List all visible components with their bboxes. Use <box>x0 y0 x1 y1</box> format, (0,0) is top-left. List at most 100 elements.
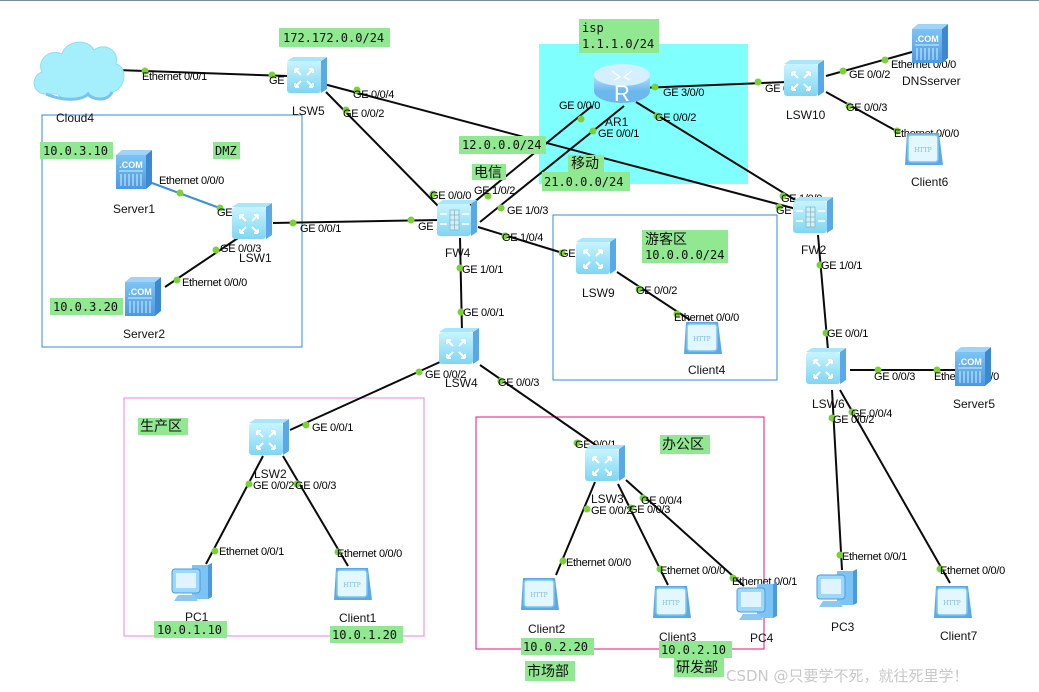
switch-icon <box>584 444 626 482</box>
device-client4[interactable]: Client4 <box>683 321 726 377</box>
device-label: Client6 <box>911 175 949 189</box>
port-dot <box>673 310 681 318</box>
device-lsw3[interactable]: LSW3 <box>584 444 626 506</box>
port-label: GE 0/0/2 <box>591 505 632 517</box>
pc-icon <box>736 581 778 621</box>
link-fw4-lsw4[interactable] <box>459 237 463 333</box>
device-pc4[interactable]: PC4 <box>736 581 778 645</box>
device-client6[interactable]: Client6 <box>904 132 949 189</box>
link-lsw2-client1[interactable] <box>282 455 349 567</box>
port-label: Ethernet 0/0/0 <box>337 548 402 560</box>
device-client7[interactable]: Client7 <box>933 585 978 643</box>
link-lsw4-lsw2[interactable] <box>289 361 441 431</box>
device-label: LSW2 <box>254 467 287 481</box>
device-lsw2[interactable]: LSW2 <box>248 418 290 481</box>
device-pc1[interactable]: PC1 <box>171 562 213 624</box>
port-label: GE 0/0/3 <box>220 243 261 255</box>
note-rd-dept[interactable]: 研发部 <box>674 657 724 677</box>
port-dot <box>245 480 253 488</box>
note-office[interactable]: 办公区 <box>660 435 710 454</box>
office-area <box>475 416 765 650</box>
device-server2[interactable]: Server2 <box>123 276 165 341</box>
note-dmz[interactable]: DMZ <box>213 142 240 159</box>
device-lsw9[interactable]: LSW9 <box>575 237 617 300</box>
note-pc1-ip[interactable]: 10.0.1.10 <box>154 621 227 638</box>
link-lsw5-fw2[interactable] <box>319 82 801 211</box>
port-dot <box>415 368 423 376</box>
device-client2[interactable]: Client2 <box>520 577 566 636</box>
port-dot <box>577 115 585 123</box>
note-production[interactable]: 生产区 <box>138 418 188 435</box>
device-lsw6[interactable]: LSW6 <box>805 347 847 411</box>
device-label: LSW4 <box>445 376 478 390</box>
port-label: Ethernet 0/0/0 <box>566 557 631 569</box>
device-lsw1[interactable]: LSW1 <box>231 202 273 265</box>
note-client2-ip[interactable]: 10.0.2.20 <box>521 638 594 655</box>
note-server1-ip[interactable]: 10.0.3.10 <box>40 142 113 159</box>
device-label: LSW9 <box>582 286 615 300</box>
note-telecom[interactable]: 电信 <box>472 164 506 181</box>
note-market-dept[interactable]: 市场部 <box>525 661 575 681</box>
svg-text:10.0.3.10: 10.0.3.10 <box>43 144 108 158</box>
link-lsw1-fw4[interactable] <box>272 219 441 224</box>
port-label: GE 0/0/2 <box>833 414 874 426</box>
device-server5[interactable]: Server5 <box>953 346 995 411</box>
port-label: GE 0/0/2 <box>425 369 466 381</box>
port-dot <box>558 249 566 257</box>
device-client1[interactable]: Client1 <box>333 567 377 625</box>
port-dot <box>729 574 737 582</box>
svg-text:研发部: 研发部 <box>676 660 718 676</box>
port-label: Ethernet 0/0/1 <box>219 546 284 558</box>
device-server1[interactable]: Server1 <box>113 149 155 216</box>
note-client3-ip[interactable]: 10.0.2.10 <box>659 641 732 658</box>
note-isp[interactable]: isp 1.1.1.0/24 <box>579 19 659 53</box>
device-label: LSW1 <box>239 251 272 265</box>
port-label: GE 0/0/1 <box>827 328 868 340</box>
device-dnsserver[interactable]: DNSserver <box>902 23 961 88</box>
note-server2-ip[interactable]: 10.0.3.20 <box>50 298 123 315</box>
link-ar1-fw2[interactable] <box>635 101 801 204</box>
pc-icon <box>816 568 858 608</box>
note-mobile[interactable]: 移动 <box>568 155 604 172</box>
port-label: GE 0/0/0 <box>559 100 600 112</box>
note-guest[interactable]: 游客区 10.0.0.0/24 <box>642 230 728 263</box>
device-lsw4[interactable]: LSW4 <box>438 327 480 390</box>
port-label: GE 0/0/0 <box>430 190 471 202</box>
link-ar1-fw4-b[interactable] <box>479 105 625 223</box>
link-fw4-lsw9[interactable] <box>477 226 567 255</box>
pc-icon <box>171 562 213 602</box>
link-lsw6-client7[interactable] <box>839 389 951 584</box>
port-label: GE 0/0/3 <box>874 371 915 383</box>
device-label: PC4 <box>750 631 774 645</box>
port-dot <box>302 421 310 429</box>
device-cloud4[interactable]: Cloud4 <box>32 40 126 125</box>
device-label: PC3 <box>831 620 855 634</box>
device-lsw10[interactable]: LSW10 <box>783 59 826 122</box>
note-client1-ip[interactable]: 10.0.1.20 <box>330 626 403 643</box>
port-dot <box>589 127 597 135</box>
note-telecom-net[interactable]: 12.0.0.0/24 <box>459 136 546 154</box>
device-label: Client1 <box>339 611 377 625</box>
device-lsw5[interactable]: LSW5 <box>286 56 328 118</box>
device-label: Cloud4 <box>56 111 94 125</box>
port-dot <box>754 78 762 86</box>
device-client3[interactable]: Client3 <box>652 585 697 644</box>
link-lsw10-client6[interactable] <box>825 91 901 134</box>
link-ar1-fw4-a[interactable] <box>461 105 593 213</box>
port-dots <box>141 56 944 582</box>
link-server1-lsw1[interactable] <box>151 182 226 211</box>
svg-text:游客区: 游客区 <box>645 231 687 248</box>
server-icon <box>911 23 949 64</box>
device-fw4[interactable]: FW4 <box>436 199 478 260</box>
device-fw2[interactable]: FW2 <box>792 196 834 257</box>
device-pc3[interactable]: PC3 <box>816 568 858 634</box>
note-lsw5-net[interactable]: 172.172.0.0/24 <box>279 28 390 47</box>
port-dot <box>874 366 882 374</box>
port-dot <box>635 285 643 293</box>
link-ar1-lsw10[interactable] <box>639 81 788 89</box>
link-lsw2-pc1[interactable] <box>205 455 264 565</box>
port-dot <box>583 505 591 513</box>
device-ar1[interactable]: AR1 <box>593 63 651 129</box>
note-mobile-net[interactable]: 21.0.0.0/24 <box>542 172 630 191</box>
